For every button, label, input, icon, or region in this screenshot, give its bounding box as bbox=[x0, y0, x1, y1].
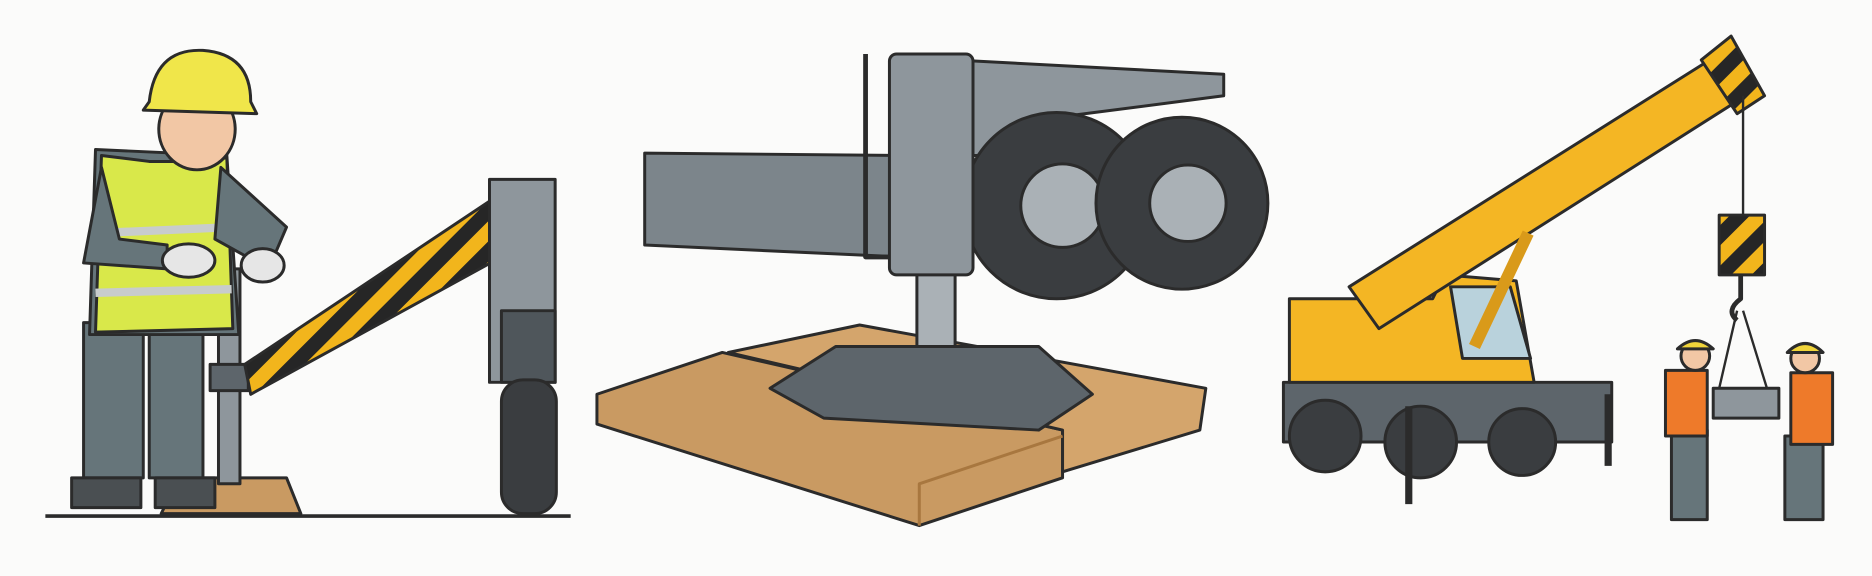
worker-right bbox=[1783, 342, 1835, 522]
worker-left bbox=[1663, 339, 1715, 522]
crane-wheel bbox=[1383, 404, 1459, 480]
wood-block-left bbox=[595, 350, 1065, 528]
post-housing bbox=[499, 309, 557, 384]
worker bbox=[70, 48, 289, 510]
jack-collar bbox=[208, 362, 250, 393]
crane-boom bbox=[1347, 52, 1757, 331]
crane-wheel bbox=[1487, 407, 1558, 477]
panel-trailer-jack bbox=[595, 52, 1270, 528]
wheel bbox=[499, 378, 558, 516]
trailer-beam bbox=[643, 151, 903, 259]
jack-foot bbox=[768, 345, 1094, 432]
hook-block bbox=[1717, 213, 1767, 277]
jack-column bbox=[887, 52, 975, 277]
panel-worker-jack bbox=[45, 48, 571, 518]
crane-wheel bbox=[1287, 398, 1363, 474]
load bbox=[1711, 386, 1781, 420]
boom-tip-striped bbox=[1699, 34, 1767, 116]
panel-mobile-crane bbox=[1281, 34, 1835, 522]
jack-rod bbox=[915, 267, 957, 354]
hard-hat-icon bbox=[141, 48, 259, 116]
